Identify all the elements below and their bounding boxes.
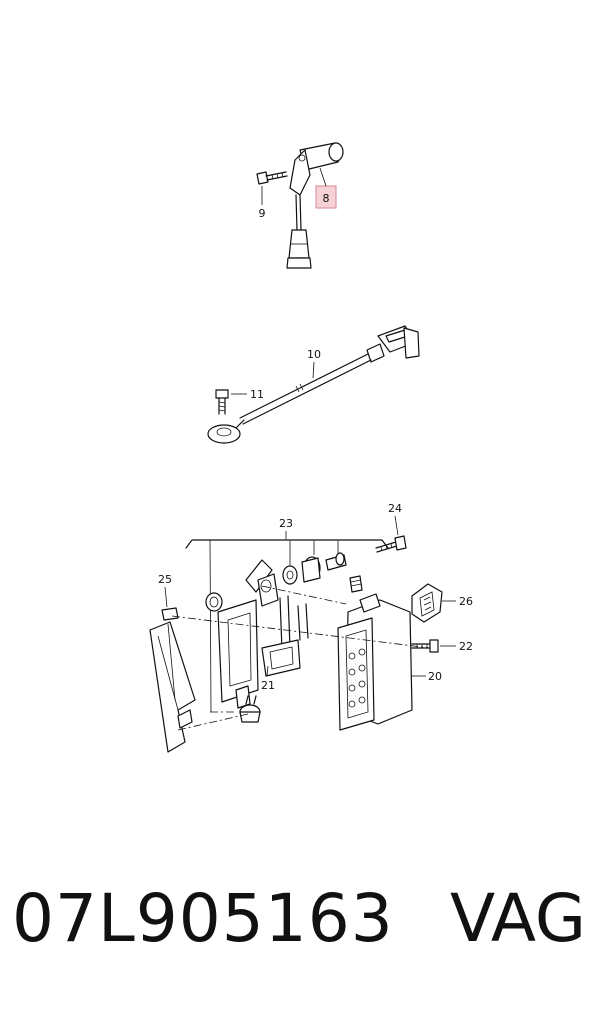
callout-20[interactable]: 20 — [428, 670, 442, 683]
callout-23[interactable]: 23 — [279, 517, 293, 530]
callout-26[interactable]: 26 — [459, 595, 473, 608]
screw-22-drawing — [411, 639, 439, 653]
part-number: 07L905163 — [12, 880, 394, 957]
callout-24[interactable]: 24 — [388, 502, 402, 515]
bolt-11-drawing — [215, 389, 229, 415]
callout-8[interactable]: 8 — [323, 192, 330, 205]
callout-10[interactable]: 10 — [307, 348, 321, 361]
bracket-25-drawing — [149, 607, 196, 753]
callout-9[interactable]: 9 — [259, 207, 266, 220]
control-unit-20-drawing — [337, 593, 413, 731]
knock-sensor-10-drawing — [207, 325, 420, 444]
footer: 07L905163 VAG — [0, 880, 600, 990]
screw-24-drawing — [375, 535, 407, 553]
sensor-8-drawing — [286, 142, 344, 269]
bolt-9-drawing — [256, 171, 288, 185]
connector-26-drawing — [411, 583, 443, 623]
parts-diagram: 8 9 10 11 23 25 — [149, 142, 473, 753]
callout-11[interactable]: 11 — [250, 388, 264, 401]
brand-label: VAG — [449, 880, 586, 957]
callout-22[interactable]: 22 — [459, 640, 473, 653]
grommets-23-drawing — [205, 552, 363, 612]
callout-21[interactable]: 21 — [261, 679, 275, 692]
callout-25[interactable]: 25 — [158, 573, 172, 586]
